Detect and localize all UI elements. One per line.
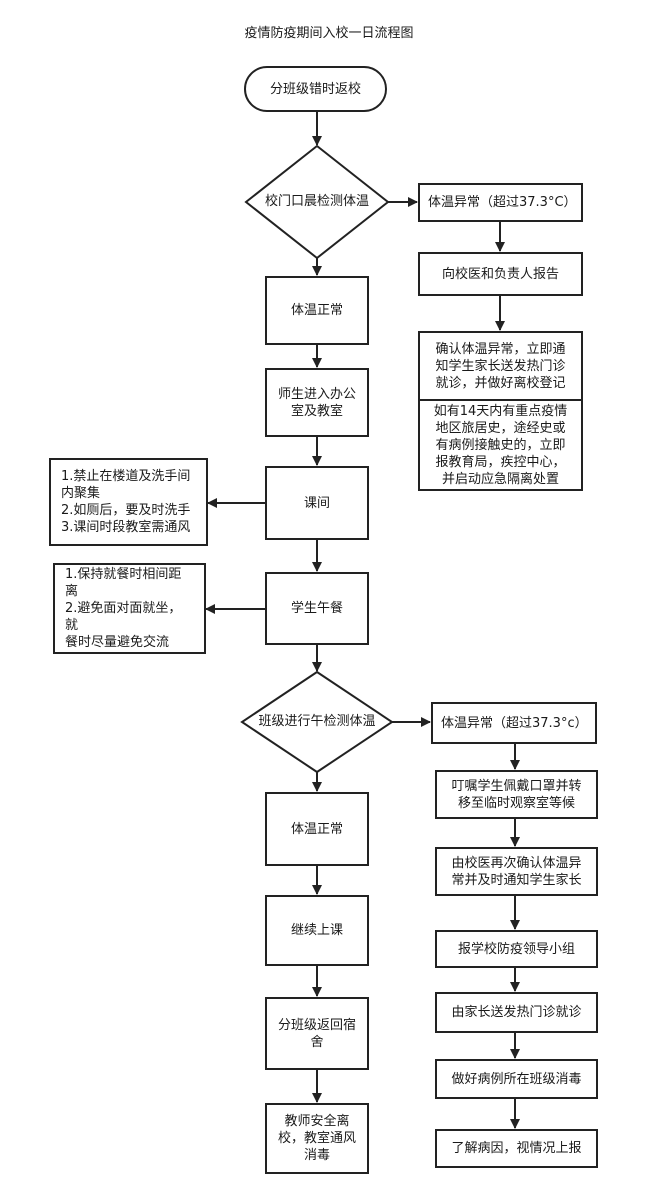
mask-observe-box: 叮嘱学生佩戴口罩并转 移至临时观察室等候 [435,770,598,819]
lunch-notes-box: 1.保持就餐时相间距离 2.避免面对面就坐，就 餐时尽量避免交流 [53,563,206,654]
noon-check-label: 班级进行午检测体温 [258,714,376,729]
continue-class-box: 继续上课 [265,895,369,966]
disinfect-box: 做好病例所在班级消毒 [435,1059,598,1099]
enter-office-box: 师生进入办公 室及教室 [265,368,369,437]
confirm-history-box: 确认体温异常，立即通 知学生家长送发热门诊 就诊，并做好离校登记 如有14天内有… [418,331,583,491]
investigate-box: 了解病因，视情况上报 [435,1129,598,1168]
parent-send-box: 由家长送发热门诊就诊 [435,992,598,1033]
lunch-box: 学生午餐 [265,572,369,645]
start-node: 分班级错时返校 [244,66,387,112]
recess-box: 课间 [265,466,369,540]
abnormal-temp-box-2: 体温异常（超过37.3°c） [431,702,597,744]
recheck-notify-box: 由校医再次确认体温异 常并及时通知学生家长 [435,847,598,896]
teacher-leave-box: 教师安全离 校，教室通风 消毒 [265,1103,369,1174]
history-report-text: 如有14天内有重点疫情 地区旅居史，途经史或 有病例接触史的，立即 报教育局，疾… [433,403,568,487]
confirm-notify-text: 确认体温异常，立即通 知学生家长送发热门诊 就诊，并做好离校登记 [420,333,581,401]
normal-temp-box-2: 体温正常 [265,792,369,866]
return-dorm-box: 分班级返回宿 舍 [265,997,369,1070]
abnormal-temp-box-1: 体温异常（超过37.3°C） [418,183,583,222]
report-doctor-box: 向校医和负责人报告 [418,252,583,296]
normal-temp-box-1: 体温正常 [265,276,369,345]
report-group-box: 报学校防疫领导小组 [435,930,598,968]
morning-check-label: 校门口晨检测体温 [264,194,369,209]
recess-notes-box: 1.禁止在楼道及洗手间 内聚集 2.如厕后，要及时洗手 3.课间时段教室需通风 [49,458,208,546]
page-title: 疫情防疫期间入校一日流程图 [244,26,414,41]
